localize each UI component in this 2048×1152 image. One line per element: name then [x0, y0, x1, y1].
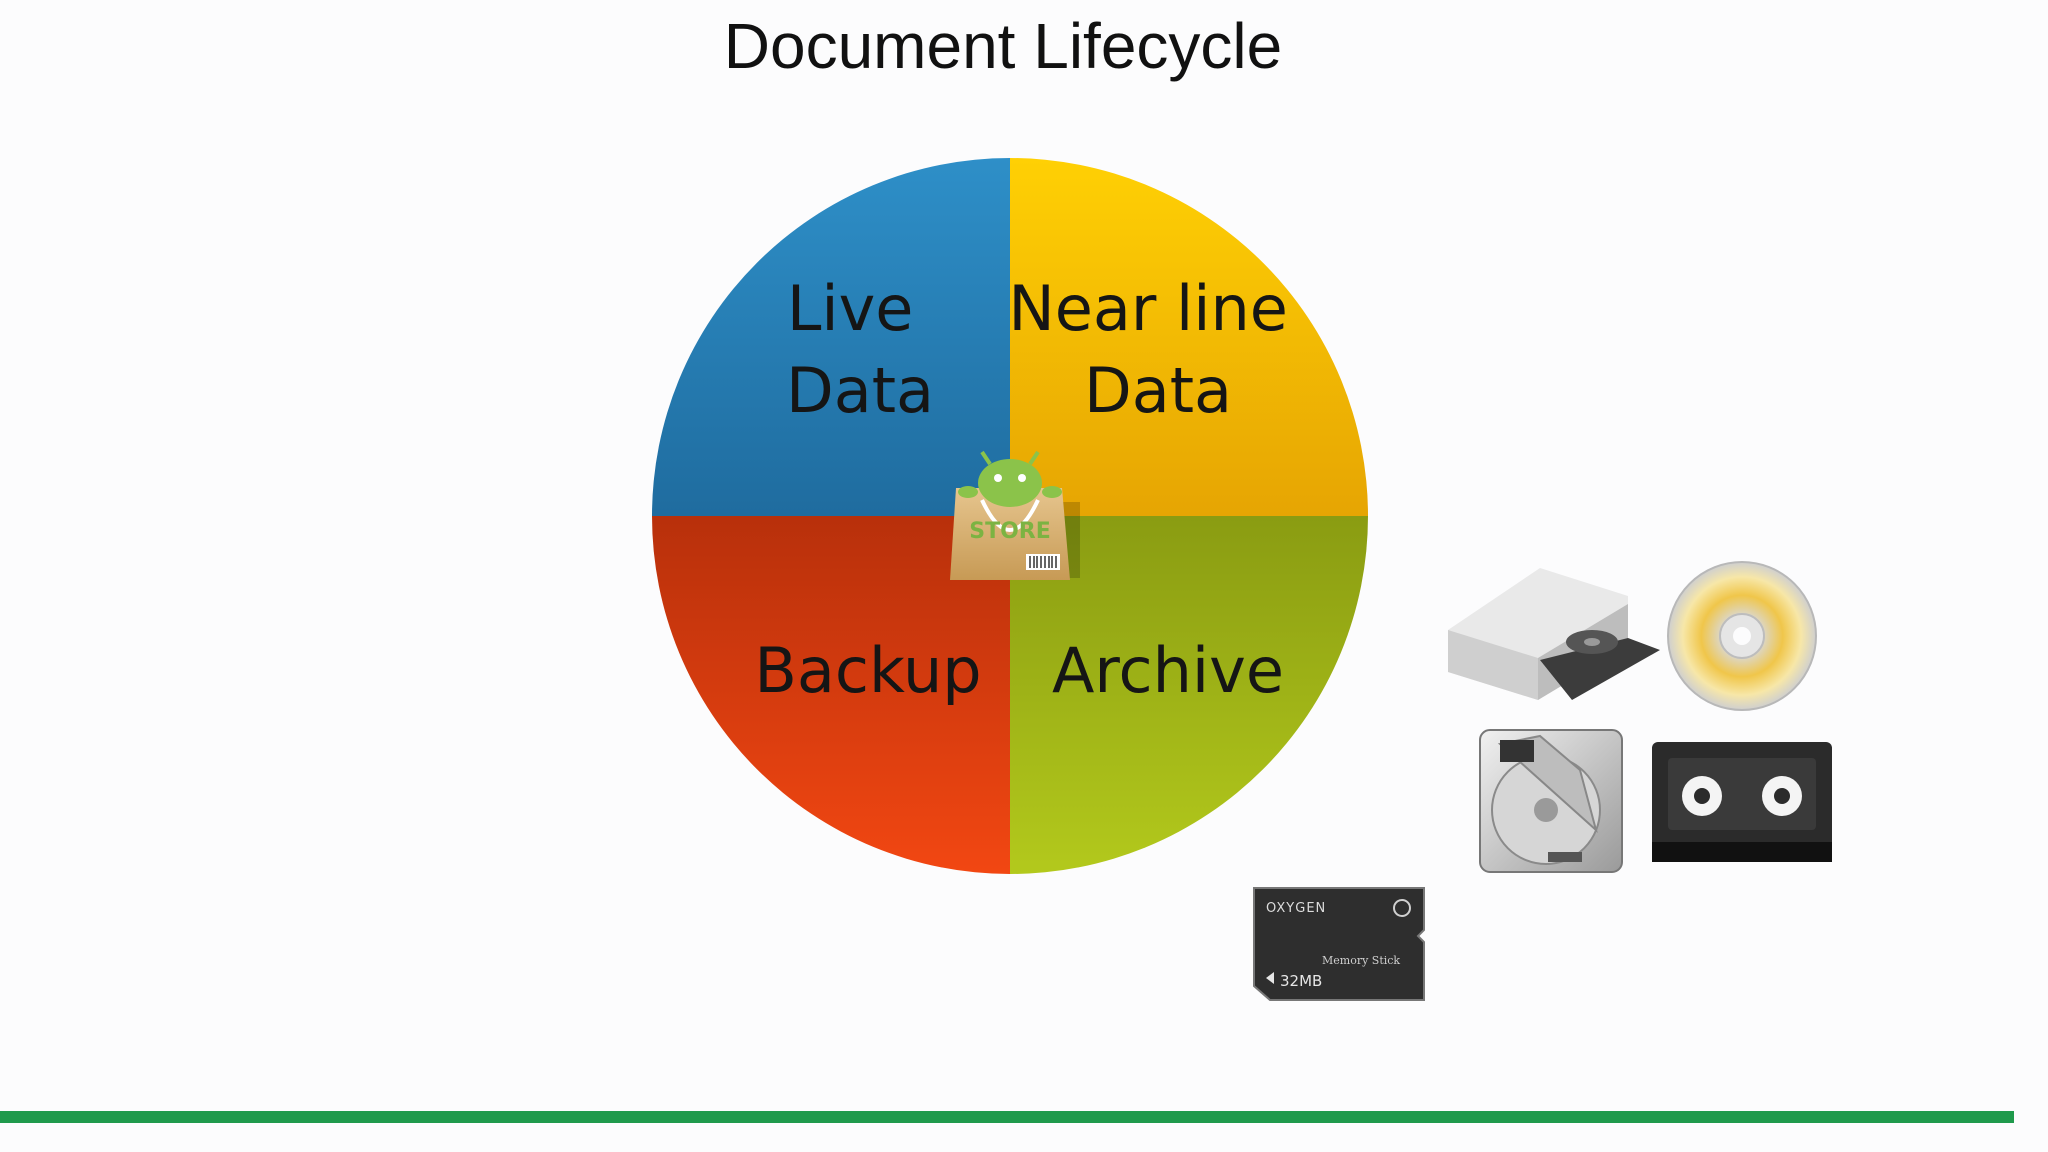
- bottom-accent-rule: [0, 1111, 2014, 1123]
- memory-stick-icon: OXYGEN Memory Stick 32MB: [1254, 888, 1424, 1000]
- memory-stick-brand: OXYGEN: [1266, 901, 1326, 916]
- memory-stick-capacity: 32MB: [1280, 972, 1322, 990]
- pie-label-live-line1: Live: [787, 272, 914, 345]
- memory-stick-product: Memory Stick: [1322, 954, 1400, 967]
- store-bag-text: STORE: [969, 519, 1051, 544]
- pie-label-near-line-line1: Near line: [1008, 272, 1288, 345]
- pie-label-near-line-line2: Data: [1084, 354, 1232, 427]
- pie-label-live-line2: Data: [786, 354, 934, 427]
- hard-disk-drive-icon: [1480, 730, 1622, 872]
- cd-disc-icon: [1668, 562, 1816, 710]
- pie-label-archive: Archive: [1052, 634, 1284, 707]
- tape-cassette-icon: [1652, 742, 1832, 862]
- optical-drive-icon: [1448, 568, 1660, 700]
- pie-label-backup: Backup: [754, 634, 981, 707]
